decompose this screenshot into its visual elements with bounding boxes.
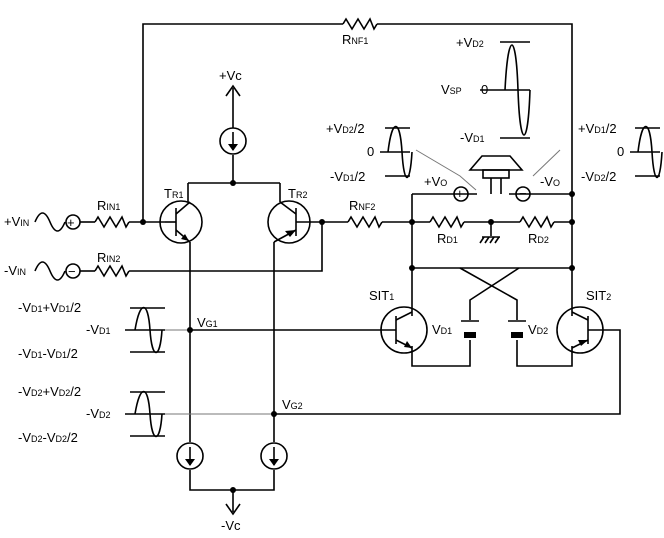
resistor-rnf2 [347,215,383,229]
signal-arrows [160,149,561,415]
label-tr2: TR2 [288,186,307,201]
plus-symbol: + [67,215,75,230]
label-g2-bot: -VD2-VD2/2 [18,430,78,445]
waveform-g2 [125,390,165,438]
label-vd2: VD2 [528,322,548,337]
label-rd1: RD1 [437,231,458,246]
label-vsp: VSP [441,82,462,97]
resistor-rin2 [94,264,130,278]
label-rin2: RIN2 [97,250,120,265]
transistor-sit2 [556,306,608,354]
transistor-tr1 [159,200,203,244]
label-rnf1: RNF1 [342,32,368,47]
label-vc-pos: +Vc [219,68,242,83]
waveform-vsp [480,41,531,139]
label-rw-bot: -VD2/2 [581,169,616,184]
label-vg1: VG1 [197,315,218,330]
label-rin1: RIN1 [97,198,120,213]
sine-source-vin-pos [34,212,81,232]
label-vin-pos: +VIN [4,214,29,229]
label-sp-top: +VD2 [456,35,484,50]
label-rnf2: RNF2 [349,198,375,213]
resistor-rin1 [94,215,130,229]
label-sp-bot: -VD1 [460,130,485,145]
waveform-left-output [380,126,413,178]
ground-symbol [479,236,500,244]
label-lw-bot: -VD1/2 [330,169,365,184]
current-source-top [219,127,247,155]
label-lw-zero: 0 [367,144,374,159]
label-vc-neg: -Vc [221,518,241,533]
label-vo-neg: -VO [540,174,560,189]
battery-vd1 [461,320,479,338]
label-sp-zero: 0 [481,82,488,97]
resistors [94,17,555,278]
minus-symbol: − [68,264,76,279]
label-g1-bot: -VD1-VD1/2 [18,346,78,361]
waveform-right-output [630,126,663,178]
label-g2-mid: -VD2 [86,406,111,421]
label-vo-pos: +VO [424,174,447,189]
label-g1-top: -VD1+VD1/2 [18,300,81,315]
label-rw-top: +VD1/2 [578,121,617,136]
battery-vd2 [508,320,526,338]
transistor-sit1 [378,306,428,354]
label-g2-top: -VD2+VD2/2 [18,384,81,399]
label-vg2: VG2 [282,397,303,412]
vo-plus-symbol: + [456,186,464,201]
transistor-tr2 [267,200,313,244]
vo-minus-symbol: − [519,186,527,201]
speaker-icon [468,155,524,194]
vo-minus-terminal [515,186,531,202]
label-rw-zero: 0 [617,144,624,159]
junctions [140,180,575,493]
resistor-rnf1 [342,17,378,31]
wires [80,23,621,512]
supply-arrow-up [225,84,241,97]
sine-source-vin-neg [34,261,81,281]
text-labels: RNF1 RIN1 RIN2 RNF2 RD1 RD2 +Vc -Vc TR1 … [4,32,624,533]
resistor-rd1 [429,215,465,229]
resistor-rd2 [519,215,555,229]
current-source-bottom-left [176,442,204,470]
label-sit1: SIT1 [369,288,394,303]
label-vin-neg: -VIN [4,263,26,278]
label-tr1: TR1 [164,186,183,201]
label-g1-mid: -VD1 [86,322,111,337]
label-sit2: SIT2 [586,288,611,303]
current-source-bottom-right [260,442,288,470]
waveform-g1 [125,306,165,354]
vo-plus-terminal [453,186,469,202]
terminal-symbols: + − + − [67,186,527,279]
label-lw-top: +VD2/2 [326,121,365,136]
supply-arrow-down [225,503,241,516]
label-rd2: RD2 [528,231,549,246]
label-vd1: VD1 [432,322,452,337]
